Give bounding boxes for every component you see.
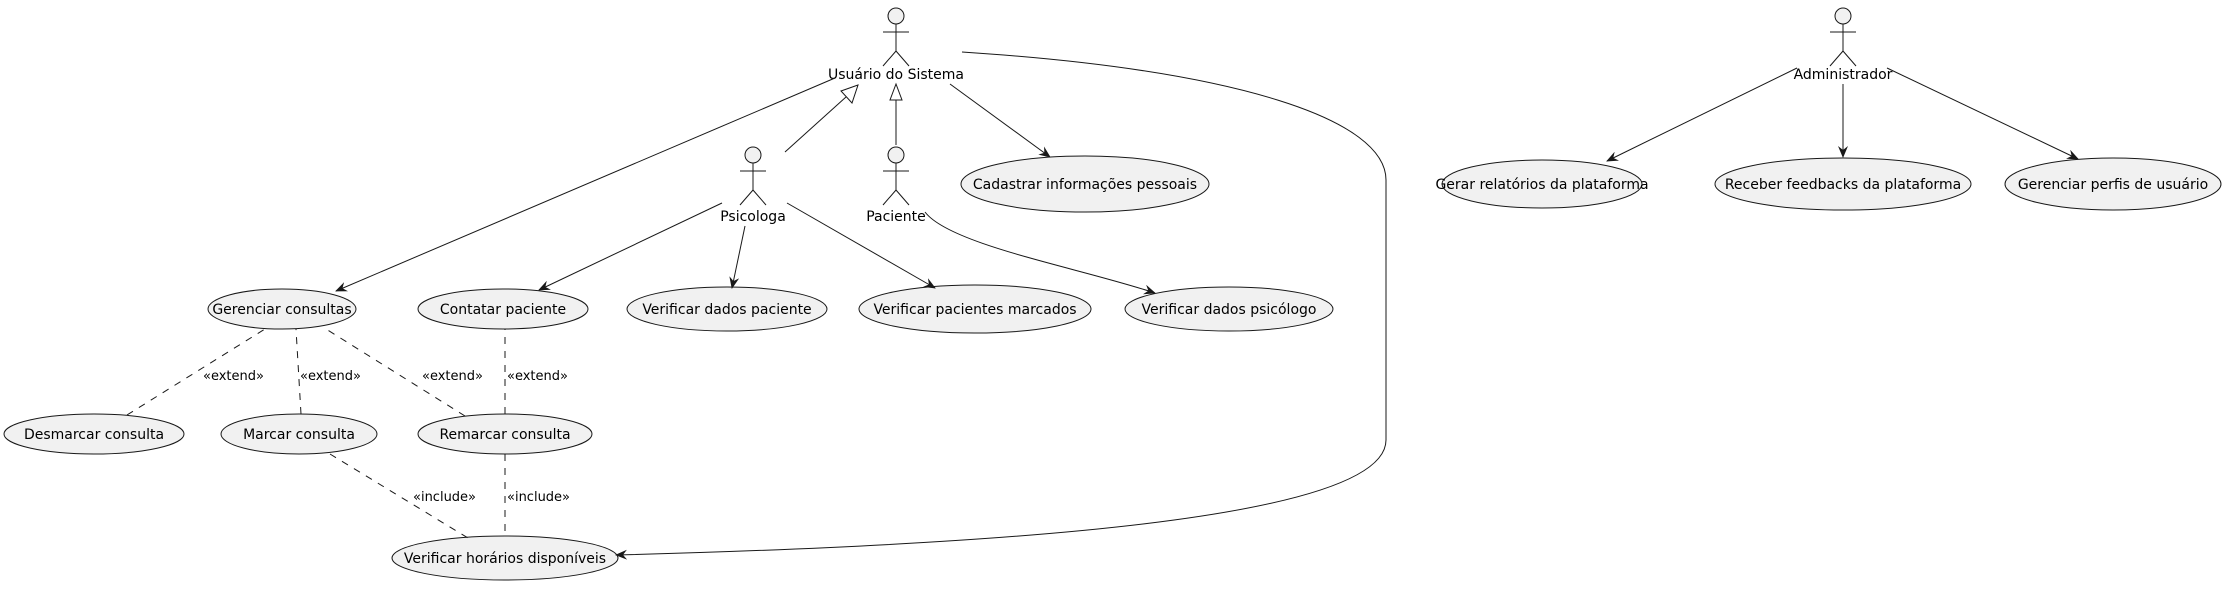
usecase-label: Cadastrar informações pessoais xyxy=(973,177,1197,193)
association-usuario-gerenciar xyxy=(335,77,836,292)
usecase-cadastrar-informacoes-pessoais: Cadastrar informações pessoais xyxy=(960,155,1210,213)
actor-psicologa: Psicologa xyxy=(720,146,786,225)
usecase-label: Receber feedbacks da plataforma xyxy=(1725,177,1961,193)
usecase-label: Desmarcar consulta xyxy=(24,427,164,443)
actor-stick-figure-icon xyxy=(739,146,767,206)
include-label: «include» xyxy=(413,490,476,505)
extend-label: «extend» xyxy=(300,369,361,384)
usecase-label: Remarcar consulta xyxy=(439,427,570,443)
usecase-label: Gerar relatórios da plataforma xyxy=(1435,177,1648,193)
actor-stick-figure-icon xyxy=(882,7,910,67)
usecase-receber-feedbacks: Receber feedbacks da plataforma xyxy=(1714,157,1972,211)
usecase-label: Gerenciar perfis de usuário xyxy=(2018,177,2208,193)
usecase-remarcar-consulta: Remarcar consulta xyxy=(417,413,593,455)
extend-marcar-gerenciar xyxy=(295,328,302,415)
association-lines xyxy=(335,51,2079,560)
association-usuario-cadastrar xyxy=(949,83,1051,158)
usecase-label: Verificar dados psicólogo xyxy=(1142,302,1317,318)
actor-administrador: Administrador xyxy=(1794,7,1893,83)
dependency-lines xyxy=(126,328,506,539)
usecase-verificar-dados-psicologo: Verificar dados psicólogo xyxy=(1124,286,1334,332)
usecase-label: Verificar horários disponíveis xyxy=(404,551,606,567)
usecase-label: Gerenciar consultas xyxy=(212,302,351,318)
actor-label: Usuário do Sistema xyxy=(828,67,964,83)
association-administrador-gerar-relatorios xyxy=(1606,67,1798,162)
usecase-gerenciar-perfis: Gerenciar perfis de usuário xyxy=(2004,157,2222,211)
association-psicologa-verificar-pacientes-marcados xyxy=(786,202,936,289)
usecase-verificar-dados-paciente: Verificar dados paciente xyxy=(626,286,828,332)
generalization-psicologa-usuario xyxy=(784,84,859,153)
extend-label: «extend» xyxy=(422,369,483,384)
usecase-gerenciar-consultas: Gerenciar consultas xyxy=(207,288,357,330)
association-usuario-verificar-horarios xyxy=(615,51,1387,560)
include-label: «include» xyxy=(507,490,570,505)
actor-usuario-do-sistema: Usuário do Sistema xyxy=(828,7,964,83)
actor-paciente: Paciente xyxy=(866,146,926,225)
usecase-verificar-horarios-disponiveis: Verificar horários disponíveis xyxy=(391,535,619,581)
usecase-gerar-relatorios: Gerar relatórios da plataforma xyxy=(1435,159,1649,209)
usecase-verificar-pacientes-marcados: Verificar pacientes marcados xyxy=(858,284,1092,334)
usecase-contatar-paciente: Contatar paciente xyxy=(417,288,589,330)
actor-stick-figure-icon xyxy=(1829,7,1857,67)
association-paciente-verificar-dados-psicologo xyxy=(924,211,1156,295)
actor-stick-figure-icon xyxy=(882,146,910,206)
usecase-label: Contatar paciente xyxy=(440,302,566,318)
extend-label: «extend» xyxy=(507,369,568,384)
association-administrador-gerenciar-perfis xyxy=(1886,67,2079,160)
actor-label: Psicologa xyxy=(720,209,786,225)
usecase-label: Marcar consulta xyxy=(243,427,355,443)
usecase-label: Verificar pacientes marcados xyxy=(873,302,1076,318)
actor-label: Administrador xyxy=(1794,67,1893,83)
generalization-paciente-usuario xyxy=(889,82,903,145)
association-psicologa-verificar-dados-paciente xyxy=(729,225,746,289)
usecase-desmarcar-consulta: Desmarcar consulta xyxy=(3,413,185,455)
association-psicologa-contatar xyxy=(538,202,723,291)
usecase-marcar-consulta: Marcar consulta xyxy=(220,413,378,455)
usecase-label: Verificar dados paciente xyxy=(642,302,811,318)
extend-label: «extend» xyxy=(203,369,264,384)
actor-label: Paciente xyxy=(866,209,926,225)
